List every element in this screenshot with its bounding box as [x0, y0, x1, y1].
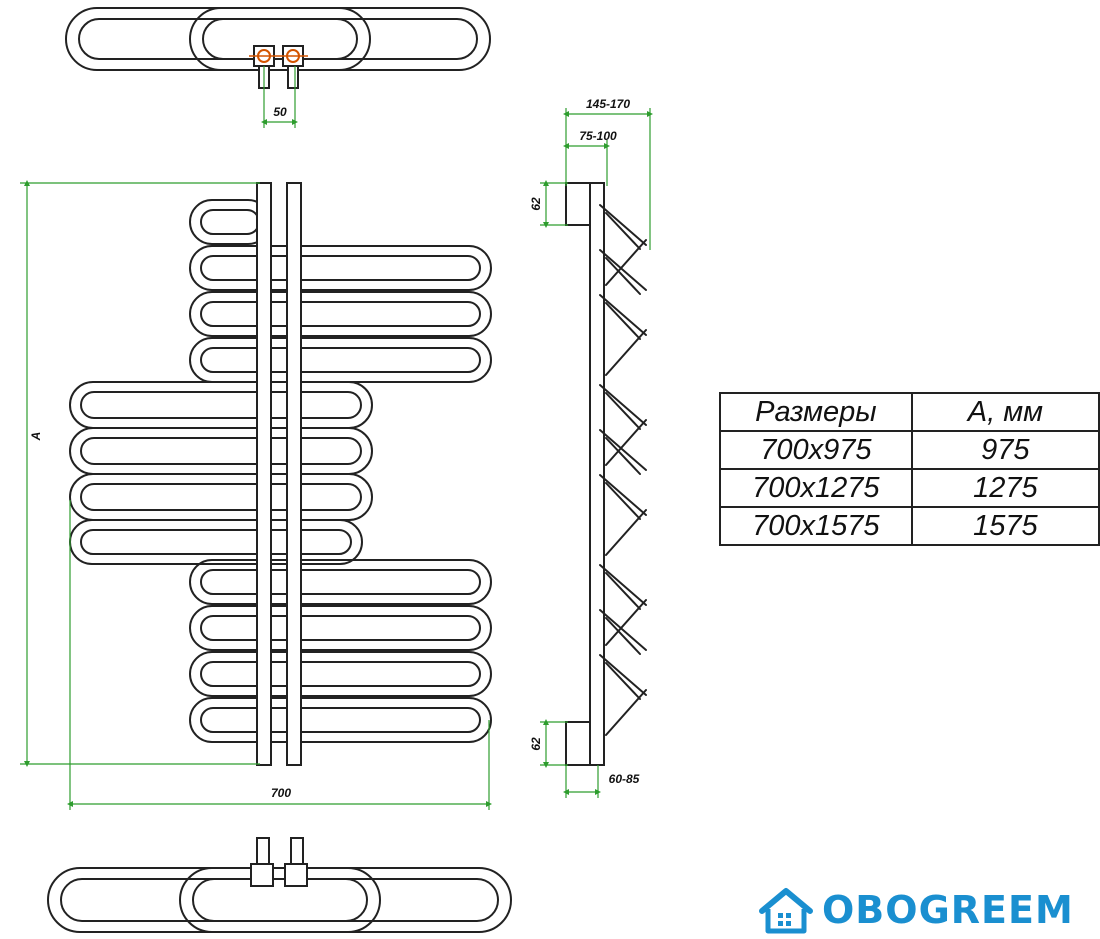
side-tube [599, 474, 647, 516]
radiator-loop [69, 519, 363, 565]
radiator-loop-inner [200, 707, 481, 733]
radiator-loop [189, 245, 492, 291]
radiator-loop-inner [200, 347, 481, 373]
side-tube [599, 654, 647, 696]
side-tube [605, 437, 641, 475]
radiator-loop-inner [80, 391, 362, 419]
radiator-loop [189, 605, 492, 651]
radiator-loop [69, 381, 373, 429]
side-tube [599, 294, 647, 336]
radiator-loop-inner [200, 301, 481, 327]
label-depth-inner: 75-100 [579, 129, 617, 143]
cell-a: 1575 [910, 506, 1100, 546]
radiator-loop [189, 651, 492, 697]
header-sizes: Размеры [719, 392, 913, 432]
radiator-loop [69, 427, 373, 475]
side-tube [605, 617, 641, 655]
radiator-loop-inner [200, 615, 481, 641]
cell-size: 700x975 [719, 430, 913, 470]
radiator-loop [189, 337, 492, 383]
radiator-loop [189, 559, 492, 605]
side-tube [605, 302, 641, 340]
label-bracket-bottom: 62 [529, 737, 543, 751]
side-tube [599, 609, 647, 651]
dimension-connection-spacing [261, 66, 298, 128]
radiator-loop-inner [200, 569, 481, 595]
radiator-loop-inner [200, 661, 481, 687]
table-header-row: Размеры A, мм [719, 392, 1100, 432]
side-tube [599, 384, 647, 426]
side-view [565, 182, 605, 766]
label-height: A [29, 432, 43, 442]
sizes-table: Размеры A, мм 700x975 975 700x1275 1275 … [719, 392, 1100, 546]
side-tube [605, 212, 641, 250]
side-tube [605, 689, 647, 736]
cell-size: 700x1275 [719, 468, 913, 508]
label-width: 700 [271, 786, 291, 800]
bottom-view-valves [250, 837, 308, 887]
top-view [65, 7, 491, 71]
label-bracket-top: 62 [529, 197, 543, 211]
dimension-bracket-top [540, 180, 568, 228]
brand-name: OBOGREEM [822, 888, 1074, 932]
side-tube [599, 564, 647, 606]
side-tube [605, 419, 647, 466]
brand-logo: OBOGREEM [752, 883, 1082, 939]
dimension-bracket-bottom [540, 719, 568, 768]
dimension-width [67, 500, 492, 810]
dimension-wall-offset [563, 765, 601, 798]
side-tube [605, 572, 641, 610]
side-tube [599, 429, 647, 471]
cell-a: 975 [910, 430, 1100, 470]
cell-a: 1275 [910, 468, 1100, 508]
top-view-valves [249, 45, 308, 89]
side-tube [605, 599, 647, 646]
side-tube [605, 392, 641, 430]
dimension-depth-inner [563, 140, 610, 186]
side-tube [599, 204, 647, 246]
side-view-tubes [599, 204, 647, 736]
side-tube [605, 329, 647, 376]
side-tube [605, 509, 647, 556]
dimension-height [20, 180, 260, 767]
radiator-loop [189, 291, 492, 337]
radiator-loop [189, 697, 492, 743]
table-row: 700x1575 1575 [719, 506, 1100, 546]
side-tube [599, 249, 647, 291]
radiator-loop-inner [80, 437, 362, 465]
front-view-collectors [256, 182, 302, 766]
header-a-mm: A, мм [910, 392, 1100, 432]
radiator-loop-inner [200, 209, 260, 235]
side-tube [605, 239, 647, 286]
table-row: 700x1275 1275 [719, 468, 1100, 508]
radiator-loop-inner [80, 483, 362, 511]
front-view-loops [69, 199, 492, 743]
side-tube [605, 662, 641, 700]
house-icon [759, 888, 813, 934]
label-connection-spacing: 50 [273, 105, 287, 119]
radiator-loop-inner [80, 529, 352, 555]
side-tube [605, 482, 641, 520]
radiator-loop-inner [200, 255, 481, 281]
label-wall-offset: 60-85 [609, 772, 640, 786]
table-row: 700x975 975 [719, 430, 1100, 470]
label-depth-outer: 145-170 [586, 97, 630, 111]
bottom-view [47, 867, 512, 933]
cell-size: 700x1575 [719, 506, 913, 546]
side-tube [605, 257, 641, 295]
radiator-loop [69, 473, 373, 521]
